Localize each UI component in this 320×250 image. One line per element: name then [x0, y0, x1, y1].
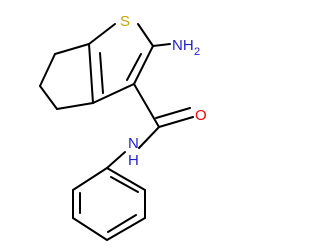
bond-c6a-s	[88, 23, 116, 45]
bond-ph4-ph5	[72, 217, 108, 241]
bond-c3-carbonyl	[133, 83, 160, 128]
bond-ph3-ph4	[106, 217, 146, 241]
bond-carbonyl-n	[138, 126, 160, 149]
bond-c6-c5	[39, 53, 56, 87]
bond-c2-c3-inner	[126, 53, 142, 81]
bond-n-phenyl	[106, 151, 126, 169]
bond-ph-inner-1	[110, 176, 139, 193]
molecule-structure: S NH 2 O N H	[39, 13, 207, 241]
bond-c3b-c6a	[88, 43, 94, 104]
amine-subscript: 2	[194, 46, 200, 58]
bond-s-c2	[137, 23, 154, 47]
amine-n-label: NH	[172, 37, 194, 54]
oxygen-label: O	[195, 107, 207, 124]
bond-ph-inner-2	[107, 214, 137, 233]
bond-c-o-1	[158, 116, 194, 128]
bond-c2-nh2	[152, 43, 171, 47]
sulfur-label: S	[120, 13, 130, 30]
amide-h-label: H	[128, 152, 139, 169]
amide-n-label: N	[128, 135, 139, 152]
bond-c5-c4	[39, 85, 58, 110]
bond-ph6-ph1	[72, 167, 108, 191]
bond-c6a-c6	[54, 43, 90, 55]
bond-c4-c3b	[56, 102, 94, 110]
bond-c2-c3	[133, 45, 154, 85]
bond-c3-c3b	[92, 83, 135, 104]
bond-c-o-2	[155, 107, 191, 119]
bond-c6a-c3b-inner	[99, 52, 104, 94]
bond-ph1-ph2	[106, 167, 146, 191]
